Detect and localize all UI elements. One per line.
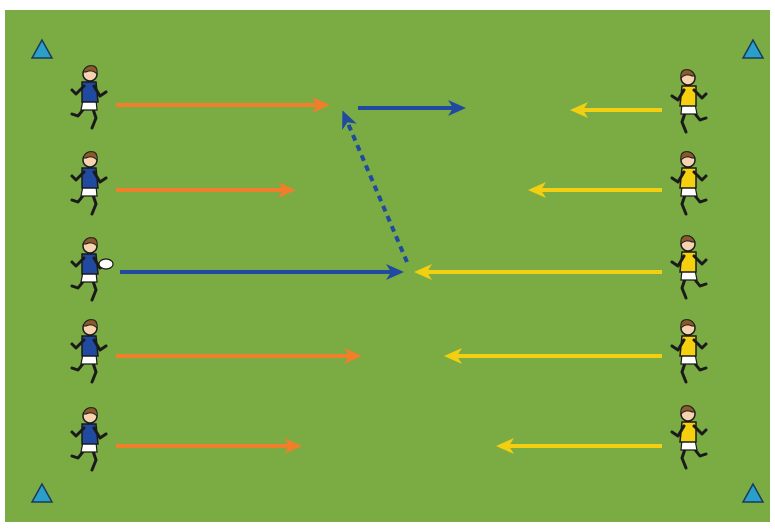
rugby-ball-icon: [98, 258, 114, 270]
cone-icon: [30, 482, 54, 503]
cone-icon: [741, 482, 765, 503]
cone-icon: [30, 38, 54, 59]
cone-icon: [741, 38, 765, 59]
defender-player-icon: [670, 405, 708, 470]
ball-carrier-player-icon: [70, 237, 114, 302]
defender-player-icon: [670, 235, 708, 300]
defender-player-icon: [670, 151, 708, 216]
defender-player-icon: [670, 69, 708, 134]
defender-player-icon: [670, 319, 708, 384]
attacker-player-icon: [70, 151, 108, 216]
pass-arrow: [342, 110, 409, 263]
attacker-player-icon: [70, 407, 108, 472]
attacker-player-icon: [70, 65, 108, 130]
attacker-player-icon: [70, 319, 108, 384]
